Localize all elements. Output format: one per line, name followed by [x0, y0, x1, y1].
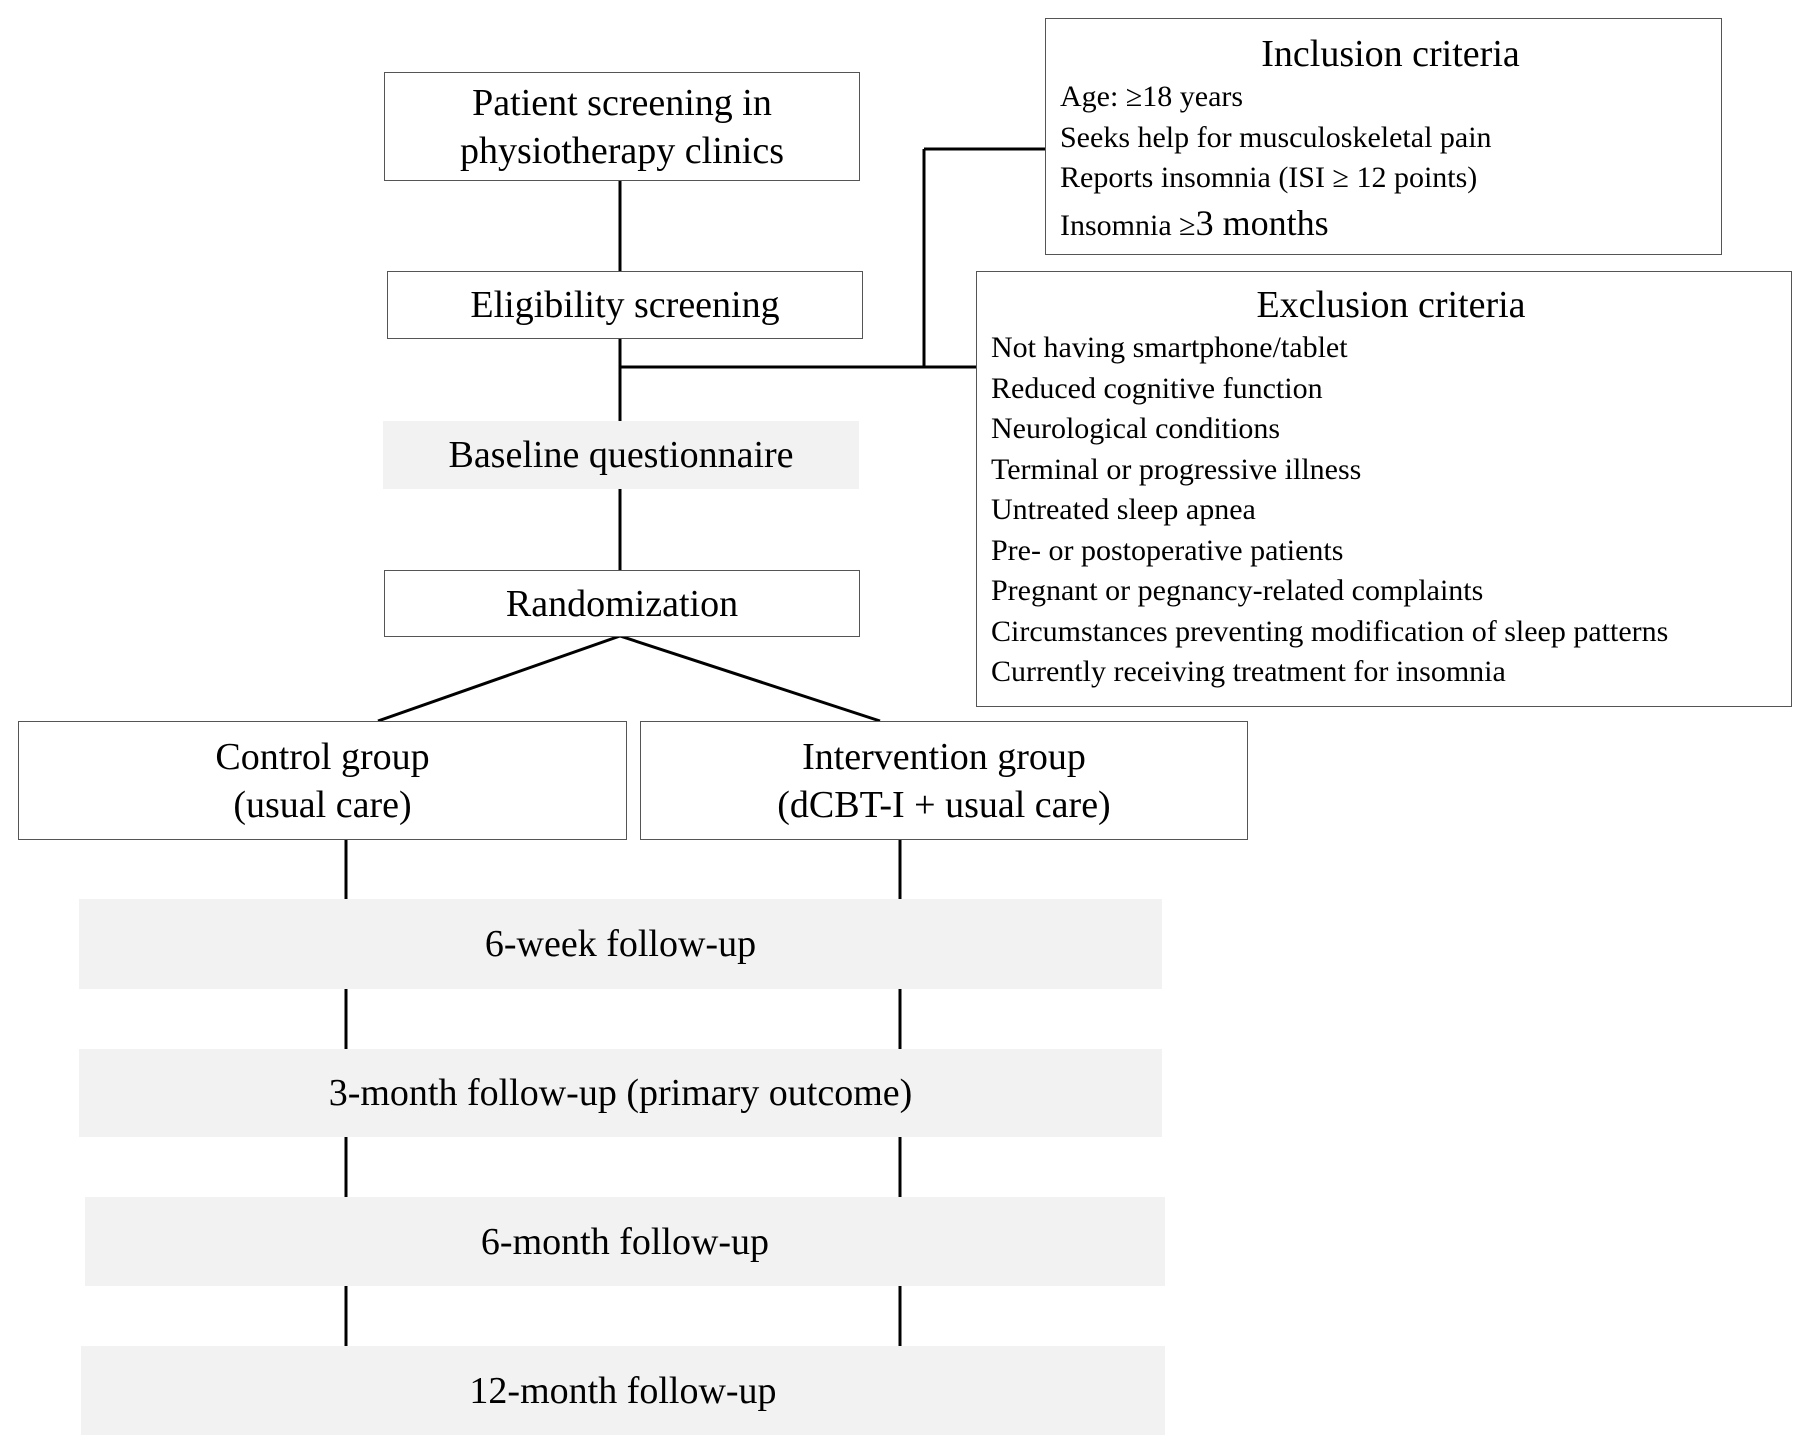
followup-3-month: 3-month follow-up (primary outcome)	[79, 1049, 1162, 1137]
baseline-questionnaire-label: Baseline questionnaire	[448, 434, 794, 476]
randomization-label: Randomization	[505, 582, 739, 625]
control-group-box: Control group (usual care)	[18, 721, 627, 840]
eligibility-screening-label: Eligibility screening	[470, 284, 780, 326]
followup-12-month: 12-month follow-up	[81, 1346, 1165, 1435]
randomization-box: Randomization	[384, 570, 860, 637]
patient-screening-box: Patient screening in physiotherapy clini…	[384, 72, 860, 181]
exclusion-item: Reduced cognitive function	[991, 371, 1323, 405]
baseline-questionnaire-box: Baseline questionnaire	[383, 421, 859, 489]
patient-screening-line2: physiotherapy clinics	[460, 129, 784, 172]
exclusion-item: Circumstances preventing modification of…	[991, 614, 1669, 648]
inclusion-item-duration: Insomnia ≥3 months	[1060, 199, 1721, 250]
inclusion-item: Reports insomnia (ISI ≥ 12 points)	[1060, 161, 1478, 194]
inclusion-duration-suffix: 3 months	[1195, 202, 1329, 243]
inclusion-item: Seeks help for musculoskeletal pain	[1060, 120, 1492, 154]
followup-6-week: 6-week follow-up	[79, 899, 1162, 989]
exclusion-item: Currently receiving treatment for insomn…	[991, 655, 1506, 688]
followup-6-month-label: 6-month follow-up	[480, 1220, 770, 1263]
exclusion-item: Terminal or progressive illness	[991, 452, 1362, 486]
inclusion-item: Age: ≥18 years	[1060, 80, 1244, 113]
followup-6-month: 6-month follow-up	[85, 1197, 1165, 1286]
control-group-line1: Control group	[215, 735, 430, 778]
exclusion-item: Not having smartphone/tablet	[991, 331, 1348, 364]
intervention-group-box: Intervention group (dCBT-I + usual care)	[640, 721, 1248, 840]
inclusion-criteria-title: Inclusion criteria	[1261, 33, 1520, 75]
inclusion-criteria-box: Inclusion criteria Age: ≥18 years Seeks …	[1045, 18, 1722, 255]
exclusion-item: Pregnant or pegnancy-related complaints	[991, 574, 1484, 607]
exclusion-item: Pre- or postoperative patients	[991, 533, 1344, 567]
exclusion-criteria-box: Exclusion criteria Not having smartphone…	[976, 271, 1792, 707]
followup-6-week-label: 6-week follow-up	[484, 923, 757, 965]
intervention-group-line1: Intervention group	[802, 735, 1086, 778]
followup-3-month-label: 3-month follow-up (primary outcome)	[328, 1072, 913, 1114]
control-group-line2: (usual care)	[233, 783, 412, 826]
followup-12-month-label: 12-month follow-up	[469, 1369, 777, 1412]
intervention-group-line2: (dCBT-I + usual care)	[777, 783, 1111, 826]
patient-screening-line1: Patient screening in	[472, 81, 772, 124]
eligibility-screening-box: Eligibility screening	[387, 271, 863, 339]
exclusion-item: Untreated sleep apnea	[991, 493, 1256, 526]
exclusion-item: Neurological conditions	[991, 412, 1281, 445]
inclusion-duration-prefix: Insomnia ≥	[1060, 208, 1196, 242]
exclusion-criteria-title: Exclusion criteria	[1256, 284, 1526, 326]
